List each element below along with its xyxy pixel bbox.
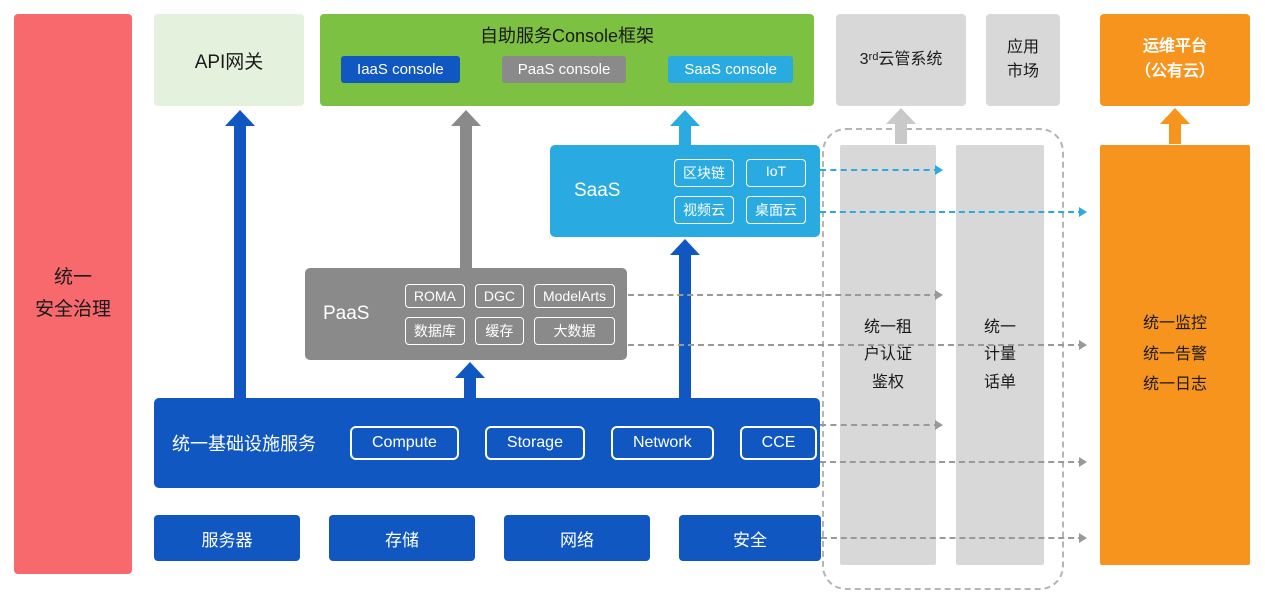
saas-layer-box: SaaS 区块链 IoT 视频云 桌面云: [550, 145, 820, 237]
console-frame-box: 自助服务Console框架 IaaS console PaaS console …: [320, 14, 814, 106]
paas-layer-box: PaaS ROMA DGC ModelArts 数据库 缓存 大数据: [305, 268, 627, 360]
tenant-auth-rail: 统一租 户认证 鉴权: [840, 145, 936, 565]
console-frame-buttons: IaaS console PaaS console SaaS console: [341, 56, 793, 83]
saas-service-video-cloud: 视频云: [674, 195, 734, 224]
paas-services: ROMA DGC ModelArts 数据库 缓存 大数据: [404, 283, 615, 345]
monitoring-label: 统一监控 统一告警 统一日志: [1142, 315, 1207, 394]
arrow-saas-to-console: [670, 110, 700, 145]
dashed-link-iaas-to-monitoring: [820, 457, 1087, 467]
resource-storage-box: 存储: [329, 515, 475, 561]
third-party-cms-box: 3ʳᵈ云管系统: [836, 14, 966, 106]
metering-label: 统一 计量 话单: [983, 319, 1016, 391]
arrow-rails-to-third-party-cms: [886, 108, 916, 144]
iaas-service-storage: Storage: [484, 426, 585, 460]
paas-service-modelarts: ModelArts: [533, 283, 615, 308]
console-frame-title: 自助服务Console框架: [479, 26, 655, 46]
resource-network-label: 网络: [560, 530, 594, 550]
iaas-layer-box: 统一基础设施服务 Compute Storage Network CCE: [154, 398, 820, 488]
paas-service-database: 数据库: [404, 316, 465, 345]
saas-service-blockchain: 区块链: [674, 158, 734, 187]
paas-service-roma: ROMA: [404, 283, 465, 308]
security-governance-bar: 统一 安全治理: [14, 14, 132, 574]
third-party-cms-label: 3ʳᵈ云管系统: [859, 51, 943, 68]
resource-network-box: 网络: [504, 515, 650, 561]
security-governance-label: 统一 安全治理: [34, 266, 111, 320]
api-gateway-label: API网关: [194, 51, 264, 73]
dashed-link-saas-to-auth: [820, 165, 943, 175]
saas-layer-label: SaaS: [574, 180, 621, 201]
saas-service-iot: IoT: [746, 158, 806, 187]
paas-service-cache: 缓存: [474, 316, 524, 345]
iaas-console-badge: IaaS console: [341, 56, 460, 83]
paas-layer-label: PaaS: [323, 303, 370, 324]
arrow-paas-to-console: [451, 110, 481, 268]
arrow-iaas-to-paas: [455, 362, 485, 398]
iaas-service-network: Network: [610, 426, 714, 460]
arrow-monitoring-to-om-platform: [1160, 108, 1190, 144]
saas-service-desktop-cloud: 桌面云: [746, 195, 806, 224]
app-market-box: 应用 市场: [986, 14, 1060, 106]
api-gateway-box: API网关: [154, 14, 304, 106]
iaas-services: Compute Storage Network CCE: [350, 426, 818, 460]
tenant-services-dashed-container: [822, 128, 1064, 590]
om-platform-box: 运维平台 （公有云）: [1100, 14, 1250, 106]
iaas-service-compute: Compute: [350, 426, 459, 460]
om-platform-label: 运维平台 （公有云）: [1134, 38, 1215, 80]
paas-console-badge: PaaS console: [501, 56, 627, 83]
monitoring-rail: 统一监控 统一告警 统一日志: [1100, 145, 1250, 565]
saas-services: 区块链 IoT 视频云 桌面云: [674, 158, 806, 224]
iaas-layer-label: 统一基础设施服务: [172, 434, 316, 454]
app-market-label: 应用 市场: [1006, 39, 1039, 80]
tenant-auth-label: 统一租 户认证 鉴权: [863, 319, 912, 391]
resource-security-label: 安全: [733, 530, 767, 550]
paas-service-bigdata: 大数据: [533, 316, 615, 345]
resource-server-label: 服务器: [201, 530, 253, 550]
dashed-link-security-to-monitoring: [821, 533, 1087, 543]
dashed-link-saas-to-monitoring: [820, 207, 1087, 217]
resource-storage-label: 存储: [385, 530, 419, 550]
iaas-service-cce: CCE: [739, 426, 818, 460]
dashed-link-paas-to-monitoring: [628, 340, 1087, 350]
arrow-iaas-to-saas: [670, 239, 700, 398]
metering-rail: 统一 计量 话单: [956, 145, 1044, 565]
resource-security-box: 安全: [679, 515, 821, 561]
dashed-link-paas-to-auth: [628, 290, 943, 300]
arrow-iaas-to-api-gateway: [225, 110, 255, 398]
resource-server-box: 服务器: [154, 515, 300, 561]
paas-service-dgc: DGC: [474, 283, 524, 308]
dashed-link-iaas-to-auth: [820, 420, 943, 430]
saas-console-badge: SaaS console: [668, 56, 793, 83]
